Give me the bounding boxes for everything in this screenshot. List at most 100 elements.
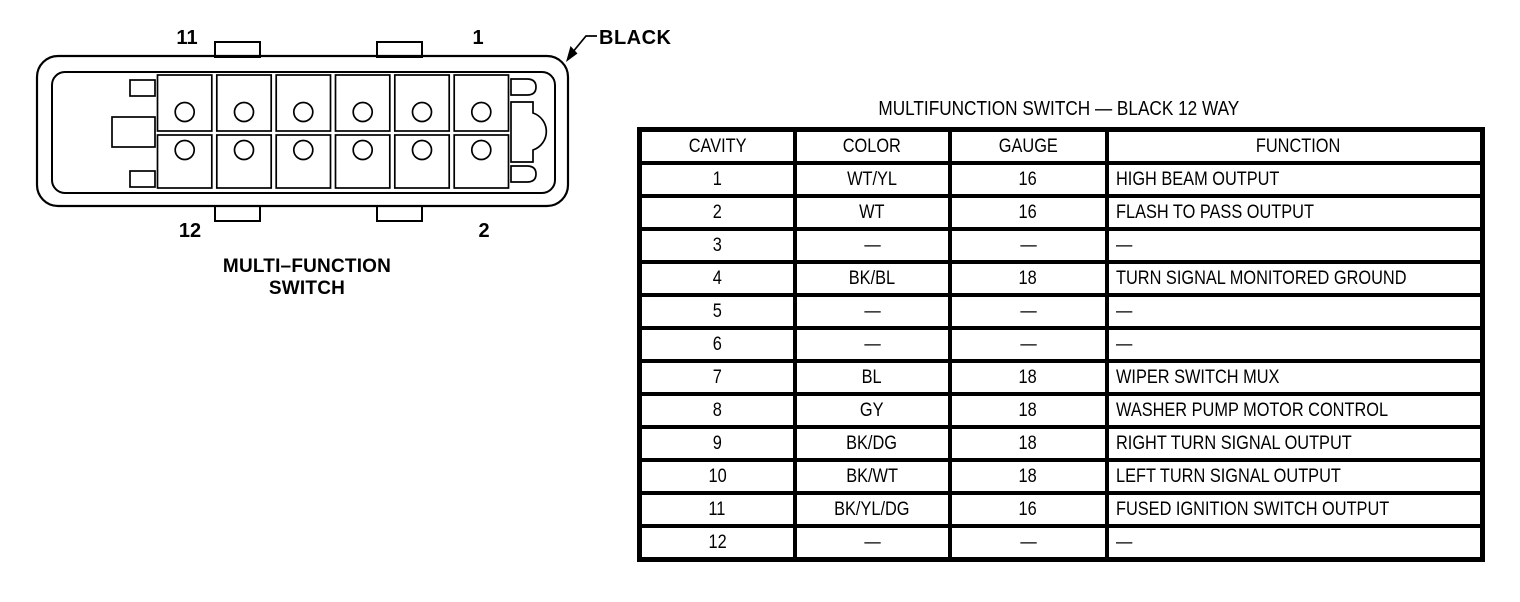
cell-color: BL — [792, 359, 952, 396]
terminal-cell — [215, 74, 273, 132]
leader-arrowhead-icon — [566, 46, 578, 62]
cell-color: BK/WT — [792, 458, 952, 495]
column-header-color: COLOR — [792, 127, 952, 165]
key-slot-right-middle — [510, 101, 548, 163]
table-title-text: MULTIFUNCTION SWITCH — BLACK 12 WAY — [878, 98, 1239, 120]
key-slot-left-bottom — [129, 170, 156, 188]
terminal-cell — [334, 74, 391, 132]
pin-hole — [411, 101, 433, 123]
connector-diagram: 11 1 12 2 BLACK MULTI–FUNCTION SWITCH — [35, 27, 672, 299]
cell-cavity: 1 — [637, 161, 797, 198]
connector-caption-line2: SWITCH — [269, 278, 345, 299]
cell-gauge: — — [947, 326, 1109, 363]
cell-cavity: 5 — [637, 293, 797, 330]
cell-function: WIPER SWITCH MUX — [1104, 359, 1485, 396]
cell-color: — — [792, 227, 952, 264]
cell-cavity: 6 — [637, 326, 797, 363]
cell-gauge: — — [947, 227, 1109, 264]
cell-color: BK/YL/DG — [792, 491, 952, 528]
cell-function: FUSED IGNITION SWITCH OUTPUT — [1104, 491, 1485, 528]
cell-cavity: 2 — [637, 194, 797, 231]
cell-color: WT — [792, 194, 952, 231]
cell-color: WT/YL — [792, 161, 952, 198]
table-row: 11 BK/YL/DG 16 FUSED IGNITION SWITCH OUT… — [637, 491, 1485, 528]
connector-inner-shell — [51, 71, 556, 194]
cell-cavity: 10 — [637, 458, 797, 495]
table-row: 1 WT/YL 16 HIGH BEAM OUTPUT — [637, 161, 1485, 198]
table-row: 10 BK/WT 18 LEFT TURN SIGNAL OUTPUT — [637, 458, 1485, 495]
cell-gauge: 18 — [947, 425, 1109, 462]
cell-color: — — [792, 293, 952, 330]
table-row: 4 BK/BL 18 TURN SIGNAL MONITORED GROUND — [637, 260, 1485, 297]
pin-label-11: 11 — [176, 27, 197, 49]
cell-gauge: 18 — [947, 458, 1109, 495]
lock-tab-top-right — [376, 41, 423, 58]
pin-label-2: 2 — [478, 220, 489, 242]
terminal-cell — [393, 134, 451, 189]
column-header-function: FUNCTION — [1104, 127, 1485, 165]
lock-tab-bottom-right — [376, 205, 423, 222]
column-header-gauge: GAUGE — [947, 127, 1109, 165]
cell-gauge: 16 — [947, 491, 1109, 528]
table-row: 6 — — — — [637, 326, 1485, 363]
cell-function: TURN SIGNAL MONITORED GROUND — [1104, 260, 1485, 297]
terminal-cell — [275, 134, 332, 189]
cell-gauge: 18 — [947, 392, 1109, 429]
pin-hole — [411, 139, 433, 161]
cell-color: BK/BL — [792, 260, 952, 297]
cell-function: — — [1104, 524, 1485, 562]
connector-caption-line1: MULTI–FUNCTION — [223, 256, 391, 277]
pin-label-12: 12 — [179, 220, 201, 242]
connector-outer-shell — [35, 54, 570, 208]
cell-function: LEFT TURN SIGNAL OUTPUT — [1104, 458, 1485, 495]
cell-color: — — [792, 524, 952, 562]
pin-hole — [470, 101, 492, 123]
cell-cavity: 7 — [637, 359, 797, 396]
cell-function: — — [1104, 227, 1485, 264]
cell-function: — — [1104, 293, 1485, 330]
cell-cavity: 4 — [637, 260, 797, 297]
table-row: 3 — — — — [637, 227, 1485, 264]
cell-gauge: — — [947, 524, 1109, 562]
cell-cavity: 11 — [637, 491, 797, 528]
cell-cavity: 3 — [637, 227, 797, 264]
cell-gauge: 16 — [947, 194, 1109, 231]
cell-color: GY — [792, 392, 952, 429]
pin-hole — [233, 101, 255, 123]
table-row: 9 BK/DG 18 RIGHT TURN SIGNAL OUTPUT — [637, 425, 1485, 462]
cell-cavity: 12 — [637, 524, 797, 562]
cell-function: WASHER PUMP MOTOR CONTROL — [1104, 392, 1485, 429]
pin-label-1: 1 — [472, 27, 483, 49]
pin-hole — [352, 101, 374, 123]
pin-hole — [174, 101, 196, 123]
cell-function: RIGHT TURN SIGNAL OUTPUT — [1104, 425, 1485, 462]
pin-hole — [292, 139, 314, 161]
key-slot-left-top — [129, 79, 156, 97]
terminal-cell — [215, 134, 273, 189]
cell-color: — — [792, 326, 952, 363]
key-slot-left-middle — [111, 116, 156, 148]
terminal-cell — [275, 74, 332, 132]
table-row: 2 WT 16 FLASH TO PASS OUTPUT — [637, 194, 1485, 231]
cell-gauge: 18 — [947, 359, 1109, 396]
cell-function: FLASH TO PASS OUTPUT — [1104, 194, 1485, 231]
table-row: 5 — — — — [637, 293, 1485, 330]
terminal-cell — [453, 134, 510, 189]
table-row: 12 — — — — [637, 524, 1485, 562]
connector-color-label: BLACK — [599, 27, 672, 49]
column-header-cavity: CAVITY — [637, 127, 797, 165]
table-row: 8 GY 18 WASHER PUMP MOTOR CONTROL — [637, 392, 1485, 429]
pin-hole — [174, 139, 196, 161]
key-slot-right-bottom — [510, 165, 537, 183]
cell-gauge: — — [947, 293, 1109, 330]
cell-function: HIGH BEAM OUTPUT — [1104, 161, 1485, 198]
pin-hole — [470, 139, 492, 161]
lock-tab-bottom-left — [214, 205, 261, 222]
terminal-cell — [453, 74, 510, 132]
lock-tab-top-left — [214, 41, 261, 58]
terminal-cell — [156, 134, 213, 189]
cell-color: BK/DG — [792, 425, 952, 462]
cell-cavity: 8 — [637, 392, 797, 429]
terminal-cell — [393, 74, 451, 132]
cell-gauge: 16 — [947, 161, 1109, 198]
